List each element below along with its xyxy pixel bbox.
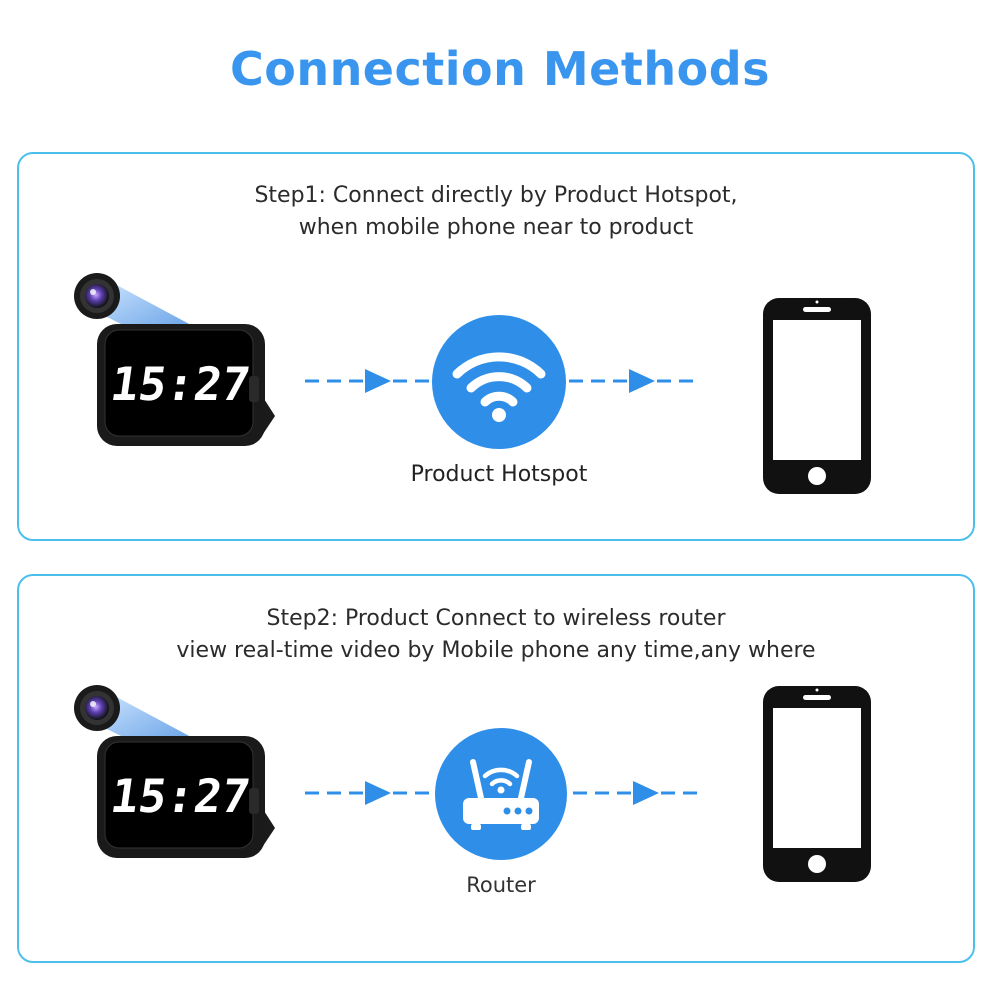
step2-line1: Step2: Product Connect to wireless route… — [266, 606, 726, 631]
router-label: Router — [466, 873, 536, 897]
clock-time-display: 15:27 — [107, 769, 253, 823]
hotspot-hub — [432, 315, 566, 449]
step1-description: Step1: Connect directly by Product Hotsp… — [19, 180, 973, 244]
flow-arrow-left — [305, 781, 431, 805]
step2-description: Step2: Product Connect to wireless route… — [19, 603, 973, 667]
step1-line1: Step1: Connect directly by Product Hotsp… — [254, 183, 738, 208]
smartphone-icon — [763, 686, 871, 882]
step1-line2: when mobile phone near to product — [298, 215, 694, 240]
flow-arrow-right — [569, 369, 695, 393]
step2-panel: Step2: Product Connect to wireless route… — [17, 574, 975, 963]
router-icon — [463, 759, 539, 830]
step1-panel: Step1: Connect directly by Product Hotsp… — [17, 152, 975, 541]
page-title: Connection Methods — [229, 42, 771, 96]
wifi-icon — [452, 352, 546, 407]
camera-clock-device: 15:27 — [74, 273, 275, 446]
hotspot-label: Product Hotspot — [410, 462, 588, 487]
flow-arrow-right — [573, 781, 699, 805]
camera-clock-device: 15:27 — [74, 685, 275, 858]
clock-time-display: 15:27 — [107, 357, 253, 411]
camera-lens-icon — [74, 273, 120, 319]
flow-arrow-left — [305, 369, 431, 393]
smartphone-icon — [763, 298, 871, 494]
camera-lens-icon — [74, 685, 120, 731]
step2-line2: view real-time video by Mobile phone any… — [176, 638, 816, 663]
router-hub — [435, 728, 567, 860]
